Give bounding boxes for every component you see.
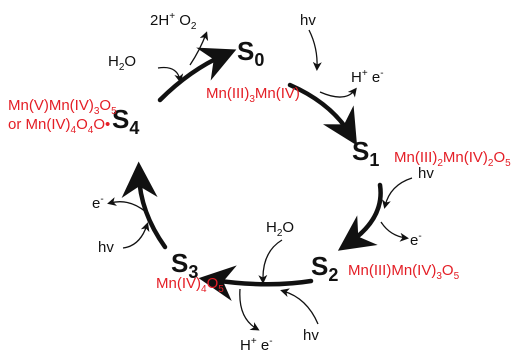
text-run: O bbox=[207, 275, 219, 292]
arrow-o2-out-s0 bbox=[189, 31, 209, 66]
state-s3: S3 bbox=[171, 248, 198, 282]
arrow-hv-in-s3 bbox=[122, 222, 150, 249]
reagent-labels: 2H+ O2 H2O hv H+ e- hv e- H2O hv H+ e- h… bbox=[92, 11, 434, 354]
text-run: O bbox=[493, 149, 505, 166]
reagent-arrows bbox=[107, 29, 413, 331]
text-run: - bbox=[380, 68, 383, 79]
oxidation-s2: Mn(III)Mn(IV)3O5 bbox=[348, 262, 460, 282]
oxidation-labels: Mn(III)3Mn(IV) Mn(III)2Mn(IV)2O5 Mn(III)… bbox=[8, 85, 511, 295]
text-run: Mn(IV) bbox=[156, 275, 201, 292]
label-hv-s1: hv bbox=[418, 165, 434, 182]
arrow-he-out-s2 bbox=[239, 288, 260, 331]
text-run: O bbox=[76, 116, 88, 133]
text-run: Mn(V)Mn(IV) bbox=[8, 97, 94, 114]
text-run: 4 bbox=[71, 125, 77, 136]
arrow-hv-in-s0 bbox=[308, 29, 322, 71]
text-run: + bbox=[362, 68, 368, 79]
arrow-hv-in-s1 bbox=[382, 177, 413, 209]
text-run: + bbox=[169, 11, 175, 22]
label-he-s2: H+ e- bbox=[240, 336, 273, 354]
text-run: O bbox=[124, 53, 136, 70]
text-run: 3 bbox=[436, 271, 442, 282]
label-water-s4: H2O bbox=[108, 53, 136, 73]
text-run: O bbox=[175, 12, 191, 29]
text-run: 2 bbox=[191, 21, 197, 32]
text-run: 5 bbox=[505, 158, 511, 169]
text-run: 2H bbox=[150, 12, 169, 29]
text-run: O• bbox=[93, 116, 110, 133]
label-2h-o2: 2H+ O2 bbox=[150, 11, 197, 32]
text-run: 2 bbox=[119, 62, 125, 73]
arrow-water-in-s4 bbox=[157, 66, 184, 83]
state-s1: S1 bbox=[352, 136, 379, 170]
text-run: Mn(IV) bbox=[255, 85, 300, 102]
text-run: 4 bbox=[201, 284, 207, 295]
state-labels: S0 S1 S2 S3 S4 bbox=[112, 36, 379, 285]
text-run: or Mn(IV) bbox=[8, 116, 71, 133]
arrow-hv-in-s2 bbox=[280, 288, 319, 325]
text-run: e bbox=[368, 69, 381, 86]
text-run: Mn(III)Mn(IV) bbox=[348, 262, 436, 279]
text-run: O bbox=[442, 262, 454, 279]
text-run: + bbox=[251, 336, 257, 347]
arrow-s3-to-s4 bbox=[121, 161, 168, 250]
arrow-s1-to-s2 bbox=[337, 182, 383, 251]
oxidation-s0: Mn(III)3Mn(IV) bbox=[206, 85, 300, 105]
arrow-water-in-s2 bbox=[258, 239, 283, 284]
text-run: 3 bbox=[249, 94, 255, 105]
text-run: Mn(III) bbox=[394, 149, 437, 166]
arrow-he-out-s0 bbox=[319, 87, 357, 98]
state-s0: S0 bbox=[237, 36, 264, 70]
label-e-s3: e- bbox=[92, 194, 104, 212]
label-hv-s2: hv bbox=[303, 327, 319, 344]
text-run: H bbox=[351, 69, 362, 86]
text-run: H bbox=[266, 219, 277, 236]
oxidation-s3: Mn(IV)4O5 bbox=[156, 275, 224, 295]
label-e-s1: e- bbox=[410, 231, 422, 249]
text-run: 2 bbox=[488, 158, 494, 169]
text-run: Mn(III) bbox=[206, 85, 249, 102]
arrow-s2-to-s3 bbox=[198, 265, 314, 301]
text-run: Mn(IV) bbox=[443, 149, 488, 166]
text-run: - bbox=[269, 336, 272, 347]
text-run: - bbox=[418, 231, 421, 242]
text-run: 5 bbox=[218, 284, 224, 295]
text-run: e bbox=[410, 232, 418, 249]
oxidation-s4-line1: Mn(V)Mn(IV)3O5 bbox=[8, 97, 117, 117]
text-run: O bbox=[99, 97, 111, 114]
text-run: 4 bbox=[88, 125, 94, 136]
text-run: H bbox=[108, 53, 119, 70]
text-run: 3 bbox=[94, 106, 100, 117]
oxidation-s4-line2: or Mn(IV)4O4O• bbox=[8, 116, 110, 136]
arrow-e-out-s1 bbox=[380, 221, 409, 242]
label-water-s2: H2O bbox=[266, 219, 294, 239]
text-run: e bbox=[92, 195, 100, 212]
label-he-s0: H+ e- bbox=[351, 68, 384, 86]
arrow-s0-to-s1 bbox=[287, 82, 358, 146]
state-s2: S2 bbox=[311, 251, 338, 285]
cycle-arrows bbox=[121, 47, 383, 301]
text-run: H bbox=[240, 337, 251, 354]
label-hv-s3: hv bbox=[98, 239, 114, 256]
arrow-s4-to-s0 bbox=[157, 47, 237, 103]
arrow-e-out-s3 bbox=[107, 197, 147, 213]
text-run: 5 bbox=[454, 271, 460, 282]
text-run: 2 bbox=[437, 158, 443, 169]
text-run: e bbox=[257, 337, 270, 354]
text-run: O bbox=[282, 219, 294, 236]
text-run: 2 bbox=[277, 228, 283, 239]
text-run: 5 bbox=[111, 106, 117, 117]
state-s4: S4 bbox=[112, 104, 139, 138]
oxidation-s1: Mn(III)2Mn(IV)2O5 bbox=[394, 149, 511, 169]
label-hv-s0: hv bbox=[300, 12, 316, 29]
text-run: - bbox=[100, 194, 103, 205]
